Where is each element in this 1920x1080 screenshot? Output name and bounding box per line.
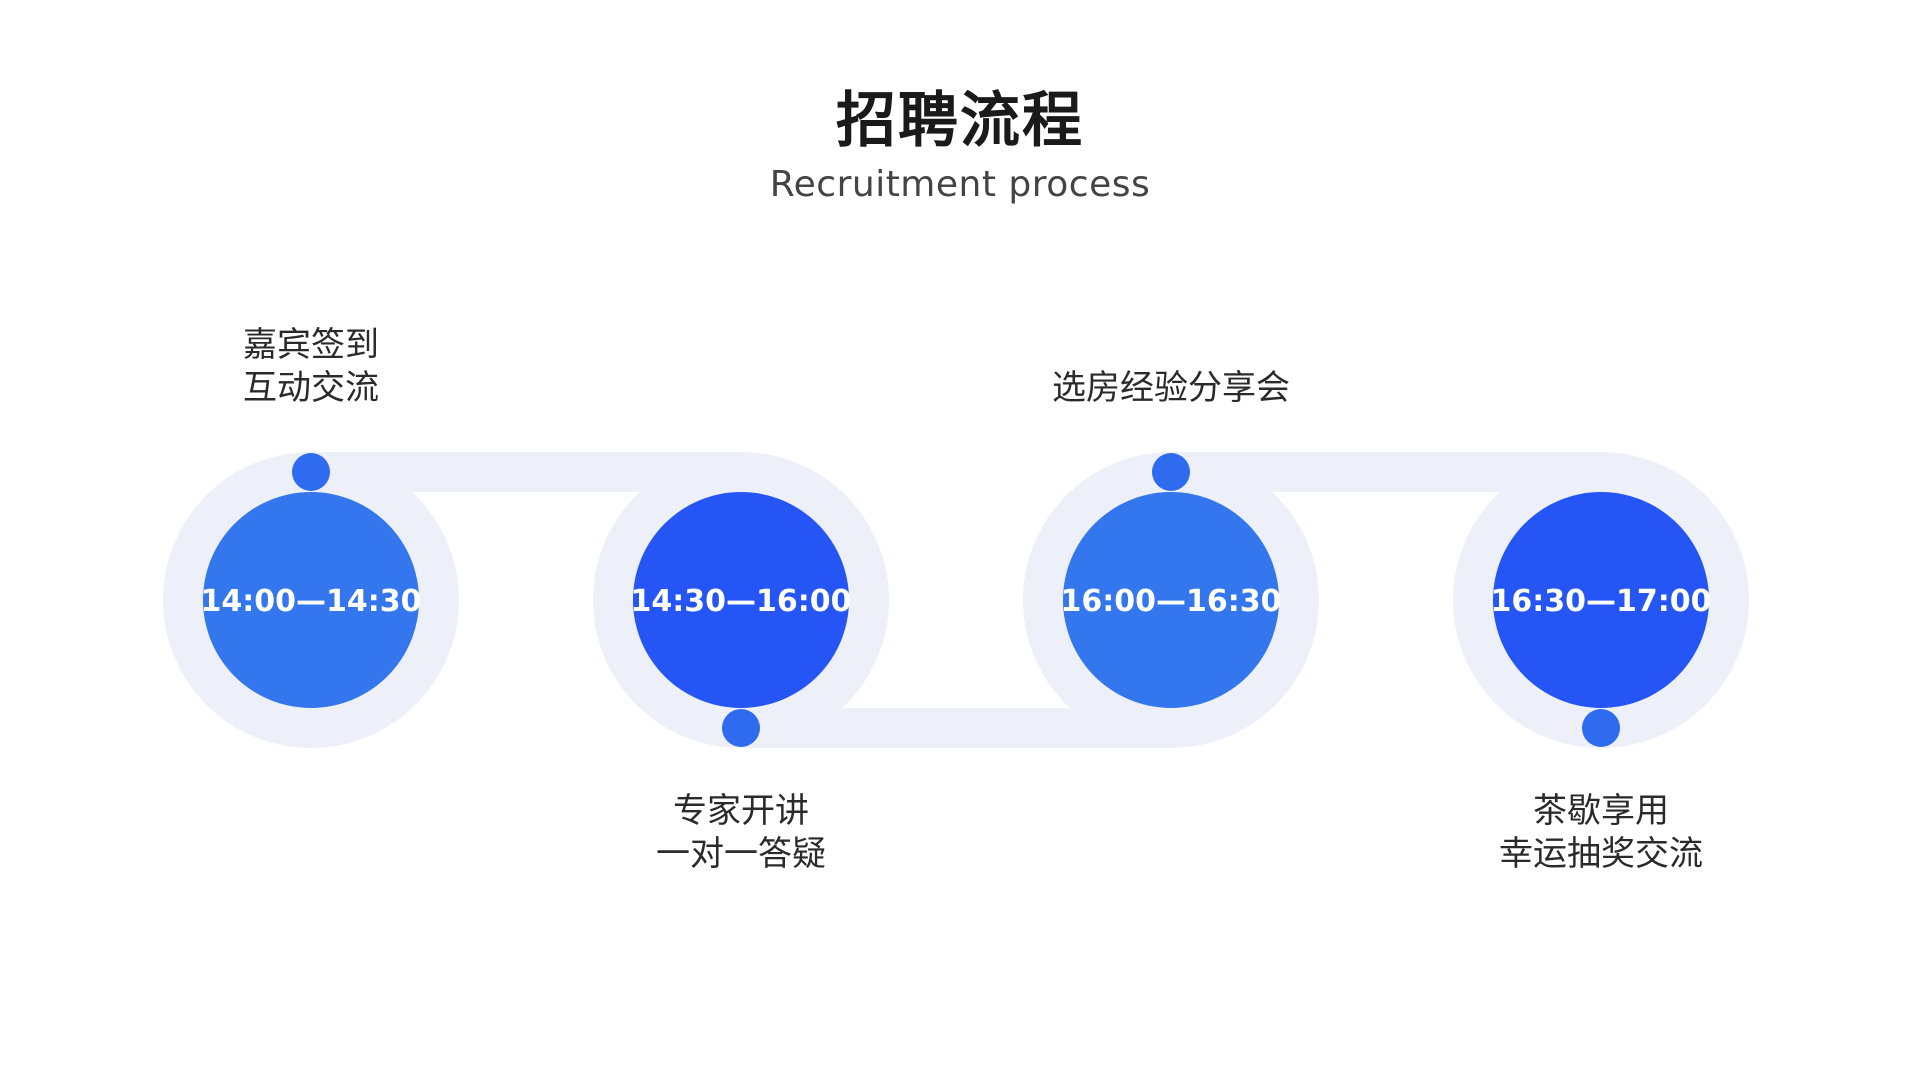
step-label-2: 专家开讲 一对一答疑 bbox=[541, 790, 941, 876]
step-2-line-1: 专家开讲 bbox=[673, 791, 809, 831]
step-circle-3 bbox=[1063, 492, 1279, 708]
step-label-4: 茶歇享用 幸运抽奖交流 bbox=[1401, 790, 1801, 876]
connector-dot-1 bbox=[292, 453, 330, 491]
step-time-4: 16:30—17:00 bbox=[1491, 584, 1712, 619]
step-4-line-2: 幸运抽奖交流 bbox=[1499, 834, 1703, 874]
connector-dot-2 bbox=[722, 709, 760, 747]
page-subtitle: Recruitment process bbox=[769, 164, 1151, 205]
step-label-3: 选房经验分享会 bbox=[971, 367, 1371, 410]
step-1-line-1: 嘉宾签到 bbox=[243, 325, 379, 365]
step-2-line-2: 一对一答疑 bbox=[656, 834, 826, 874]
page-title: 招聘流程 bbox=[836, 86, 1084, 156]
track-band-bottom bbox=[741, 708, 1171, 748]
step-1-line-2: 互动交流 bbox=[243, 368, 379, 408]
step-circle-2 bbox=[633, 492, 849, 708]
track-band-top-2 bbox=[1171, 452, 1601, 492]
step-time-1: 14:00—14:30 bbox=[201, 584, 422, 619]
track-band-top-1 bbox=[311, 452, 741, 492]
step-circle-4 bbox=[1493, 492, 1709, 708]
step-time-3: 16:00—16:30 bbox=[1061, 584, 1282, 619]
step-time-2: 14:30—16:00 bbox=[631, 584, 852, 619]
step-label-1: 嘉宾签到 互动交流 bbox=[111, 324, 511, 410]
step-circle-1 bbox=[203, 492, 419, 708]
step-4-line-1: 茶歇享用 bbox=[1533, 791, 1669, 831]
step-3-line-1: 选房经验分享会 bbox=[1052, 368, 1290, 408]
connector-dot-4 bbox=[1582, 709, 1620, 747]
connector-dot-3 bbox=[1152, 453, 1190, 491]
